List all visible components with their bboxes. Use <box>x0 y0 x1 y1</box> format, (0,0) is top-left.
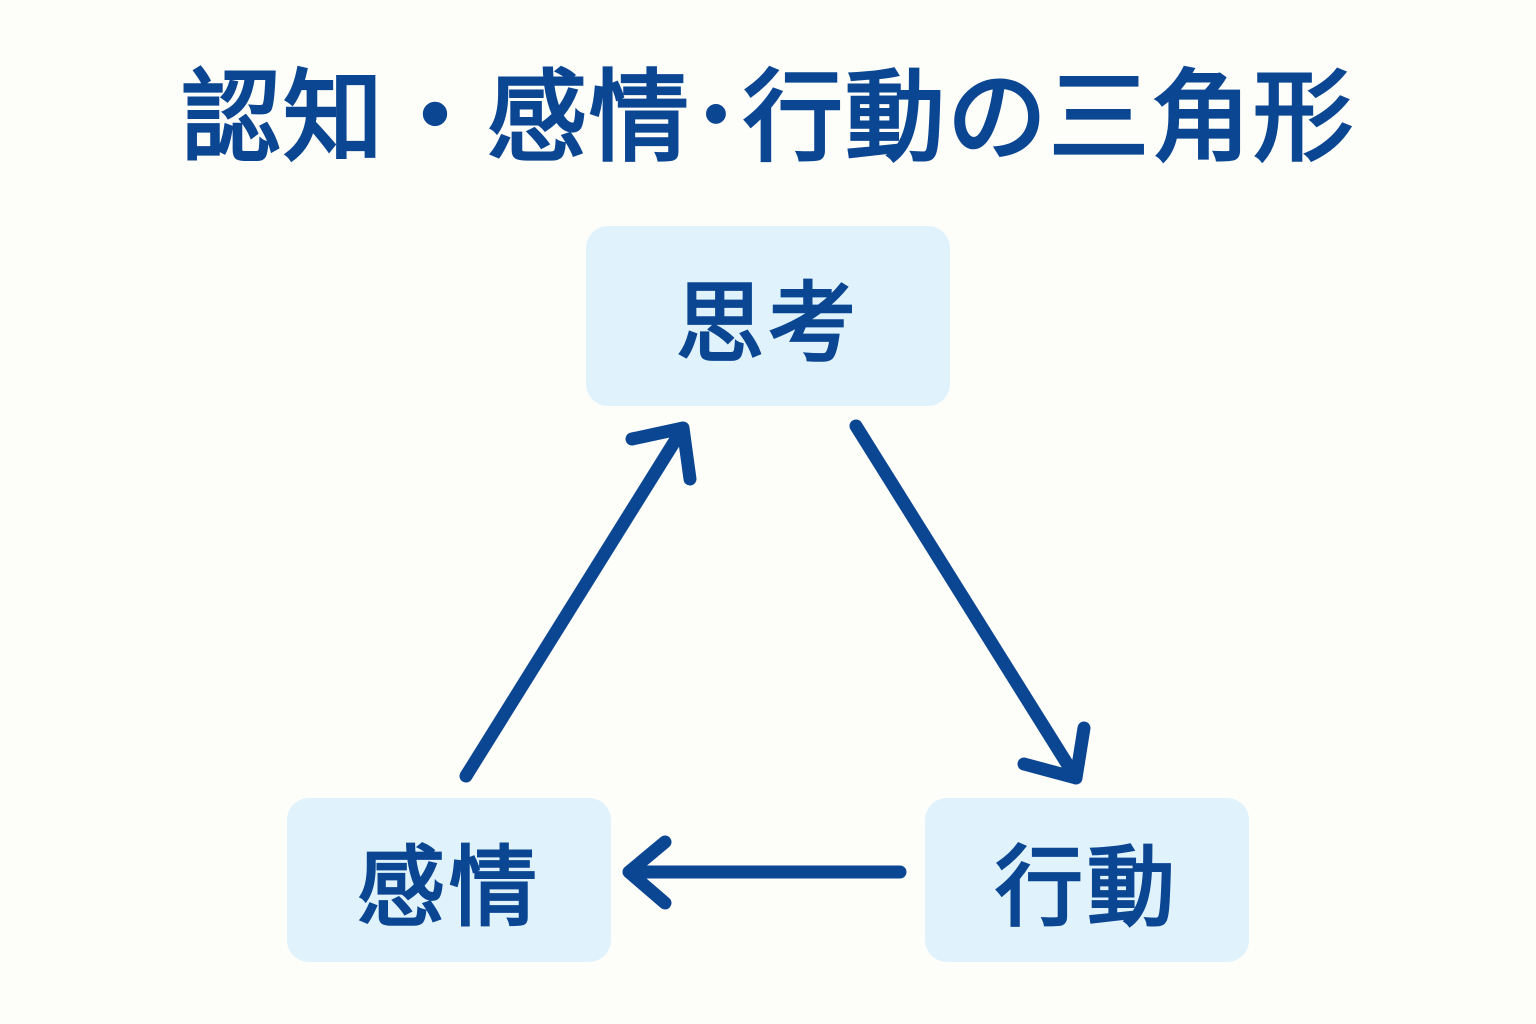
node-emotion: 感情 <box>287 798 611 962</box>
diagram-title: 認知・感情･行動の三角形 <box>181 59 1355 176</box>
arrow-thought-to-behavior <box>849 419 1091 785</box>
arrow-behavior-to-emotion <box>622 835 907 910</box>
node-thought-label: 思考 <box>675 271 860 375</box>
node-emotion-label: 感情 <box>356 835 541 939</box>
arrow-emotion-to-thought <box>459 421 697 783</box>
node-thought: 思考 <box>586 226 950 406</box>
node-behavior: 行動 <box>925 798 1249 962</box>
node-behavior-label: 行動 <box>994 835 1179 939</box>
